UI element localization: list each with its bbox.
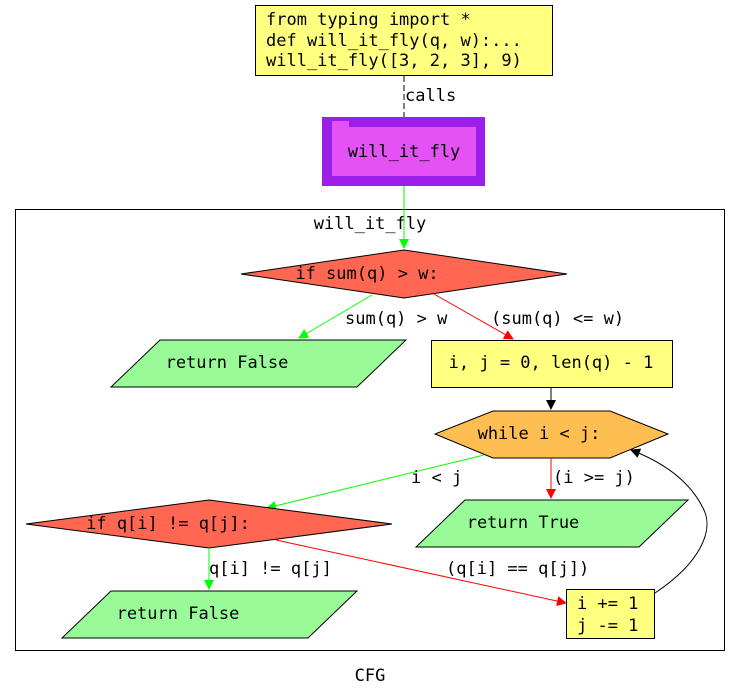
edge-label-eq: (q[i] == q[j]) bbox=[446, 559, 589, 579]
step-node bbox=[566, 589, 655, 639]
call-node-label: will_it_fly bbox=[348, 142, 461, 162]
code-line-1: from typing import * bbox=[266, 10, 471, 30]
edge-label-sum-gt: sum(q) > w bbox=[345, 309, 448, 329]
return-false-2-node bbox=[60, 590, 359, 639]
edge-step-to-while bbox=[630, 448, 708, 594]
while-node bbox=[433, 410, 670, 459]
edge-label-i-lt-j: i < j bbox=[411, 468, 462, 488]
edge-label-sum-le: (sum(q) <= w) bbox=[491, 309, 624, 329]
return-false-1-node bbox=[109, 339, 408, 388]
return-false-2-label: return False bbox=[117, 604, 240, 624]
step-line-2: j -= 1 bbox=[577, 616, 638, 636]
edge-sum-le bbox=[433, 293, 514, 340]
edge-i-lt-j bbox=[266, 454, 485, 511]
return-true-label: return True bbox=[467, 513, 580, 533]
cond-eq-label: if q[i] != q[j]: bbox=[86, 514, 250, 534]
cond-sum-node bbox=[240, 249, 568, 299]
init-node bbox=[431, 340, 673, 388]
edge-sum-gt bbox=[298, 294, 373, 339]
init-label: i, j = 0, len(q) - 1 bbox=[449, 353, 654, 373]
graph-label: CFG bbox=[355, 666, 386, 686]
code-line-3: will_it_fly([3, 2, 3], 9) bbox=[266, 51, 522, 71]
call-node-tab bbox=[332, 121, 349, 128]
call-node-inner bbox=[332, 127, 476, 176]
return-true-node bbox=[414, 499, 690, 548]
edge-label-neq: q[i] != q[j] bbox=[209, 559, 332, 579]
cond-sum-label: if sum(q) > w: bbox=[295, 264, 438, 284]
cluster-frame bbox=[15, 209, 725, 651]
code-node bbox=[255, 5, 553, 76]
code-line-2: def will_it_fly(q, w):... bbox=[266, 31, 522, 51]
edge-eq bbox=[275, 539, 567, 606]
edge-label-calls: calls bbox=[405, 86, 456, 106]
step-line-1: i += 1 bbox=[577, 594, 638, 614]
while-label: while i < j: bbox=[478, 424, 601, 444]
cluster-label: will_it_fly bbox=[314, 214, 427, 234]
edge-label-i-ge-j: (i >= j) bbox=[553, 468, 635, 488]
return-false-1-label: return False bbox=[166, 353, 289, 373]
